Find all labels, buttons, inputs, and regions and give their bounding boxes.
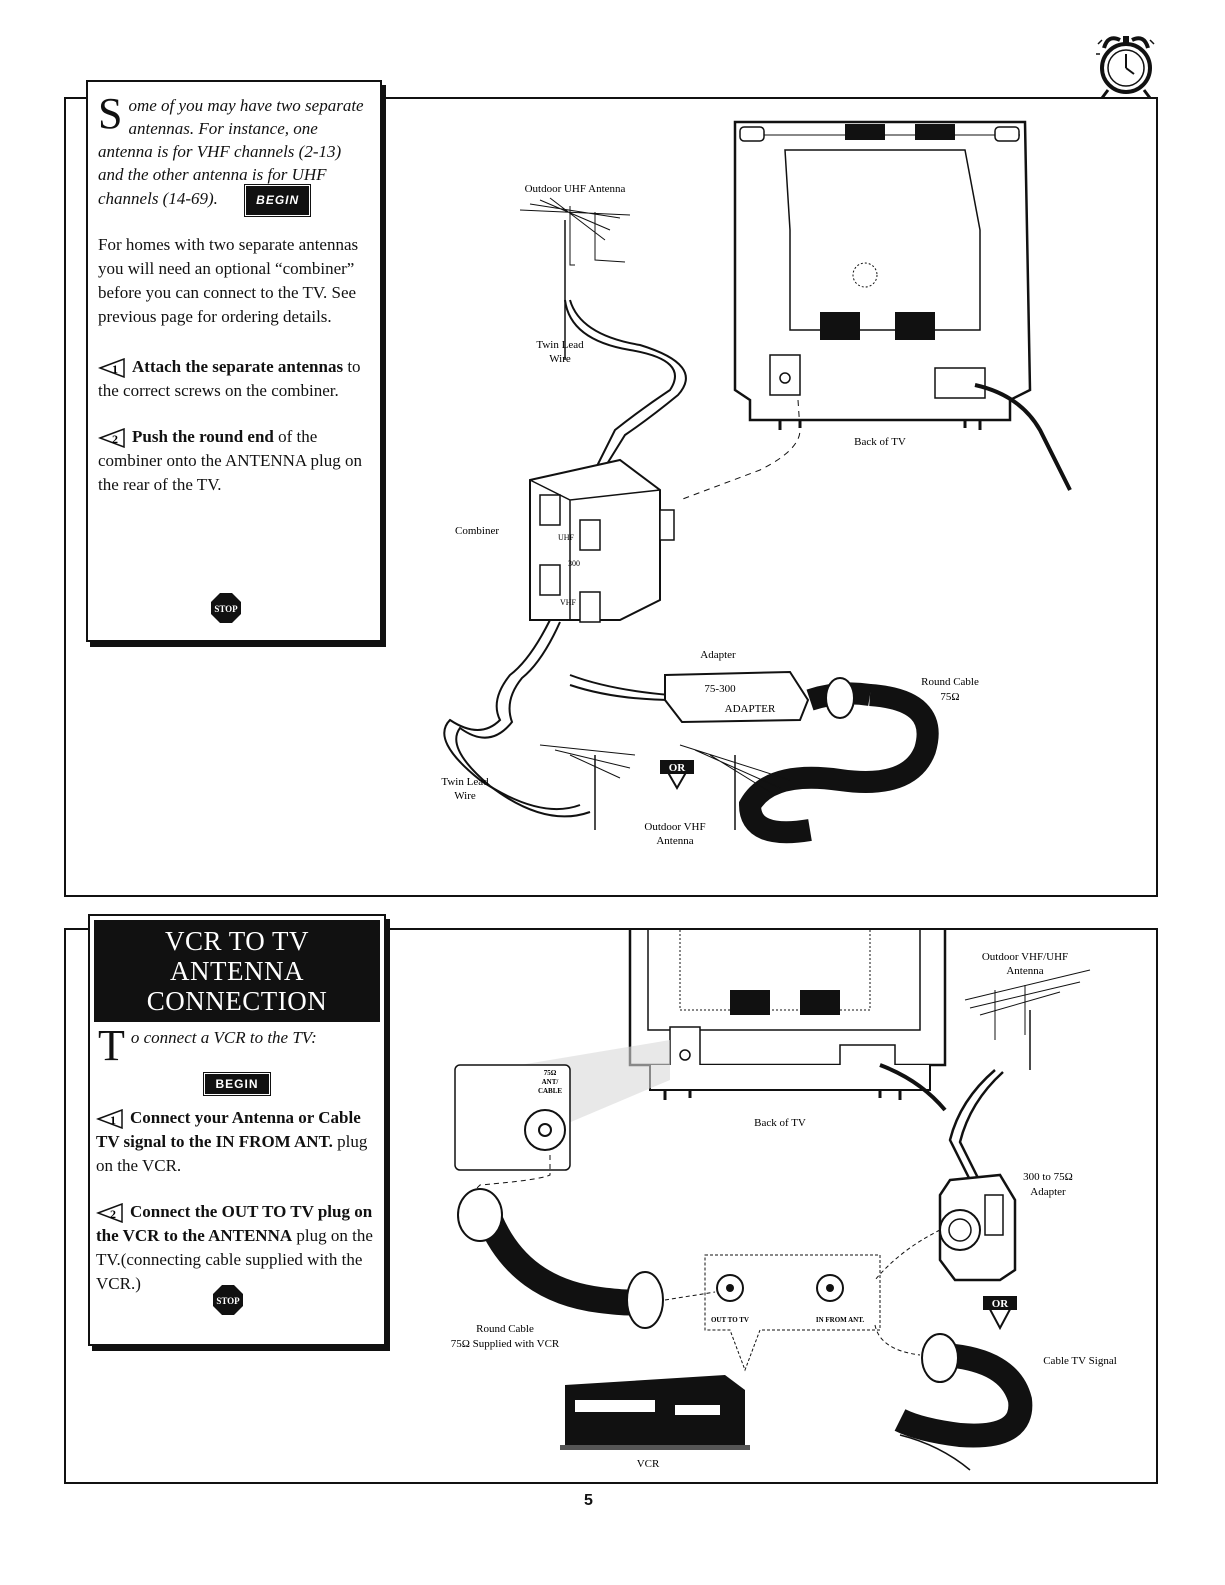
- combiner-note: For homes with two separate antennas you…: [98, 235, 359, 326]
- jack-label-l2: ANT/: [542, 1078, 560, 1086]
- bottom-adapter-l2: Adapter: [1030, 1186, 1066, 1198]
- bottom-step-1-number: 1: [110, 1113, 116, 1127]
- bottom-dropcap: T: [98, 1021, 125, 1070]
- vcr-unit: [560, 1375, 750, 1450]
- step-2: 2 Push the round end of the combiner onto…: [98, 425, 368, 497]
- bottom-step-2-arrow-icon: 2: [96, 1203, 123, 1224]
- intro-text: ome of you may have two separate antenna…: [98, 96, 364, 208]
- bottom-stop-sign-icon: STOP: [213, 1285, 243, 1315]
- bottom-step-1-bold: Connect your Antenna or Cable TV signal …: [96, 1108, 361, 1151]
- vhf-uhf-l2: Antenna: [1006, 965, 1043, 977]
- step-1: 1 Attach the separate antennas to the cor…: [98, 355, 368, 403]
- in-from-ant-label: IN FROM ANT.: [816, 1316, 865, 1324]
- adapter-75-300: [664, 670, 810, 724]
- bottom-round-cable-label: Round Cable 75Ω Supplied with VCR: [451, 1323, 560, 1350]
- uhf-antenna-label: Outdoor UHF Antenna: [525, 183, 626, 195]
- round-cable-l2: 75Ω: [940, 691, 959, 703]
- bottom-round-cable-l1: Round Cable: [476, 1323, 534, 1335]
- vhf-antenna-l2: Antenna: [656, 835, 693, 847]
- stop-label: STOP: [214, 604, 238, 614]
- bottom-tv-back: [628, 930, 947, 1100]
- adapter-300-75: [938, 1173, 1017, 1282]
- intro-dropcap: S: [98, 89, 123, 138]
- bottom-begin-badge: BEGIN: [203, 1072, 271, 1096]
- step-2-rest: of the combiner onto the ANTENNA plug on…: [98, 427, 362, 494]
- step-1-number: 1: [112, 362, 118, 376]
- top-diagram-frame: [64, 97, 1158, 897]
- tv-back: [733, 120, 1032, 430]
- combiner-label: Combiner: [455, 525, 499, 537]
- stop-sign-icon: STOP: [211, 593, 241, 623]
- vhf-uhf-l1: Outdoor VHF/UHF: [982, 951, 1068, 963]
- step-1-arrow-icon: 1: [98, 358, 125, 379]
- vhf-antenna-l1: Outdoor VHF: [644, 821, 705, 833]
- bottom-intro-text: o connect a VCR to the TV:: [130, 1028, 317, 1047]
- vhf-uhf-antenna-label: Outdoor VHF/UHF Antenna: [982, 951, 1068, 977]
- step-1-bold: Attach the separate antennas: [132, 357, 344, 376]
- bottom-step-2-number: 2: [110, 1207, 116, 1221]
- bottom-adapter-label: 300 to 75Ω Adapter: [1023, 1171, 1073, 1198]
- alarm-clock-icon: [1096, 36, 1155, 99]
- jack-label-l1: 75Ω: [544, 1069, 557, 1077]
- combiner-vhf-label: VHF: [560, 598, 577, 607]
- combiner: [529, 458, 675, 623]
- bottom-stop-label: STOP: [216, 1296, 240, 1306]
- page-number: 5: [584, 1492, 593, 1509]
- bottom-step-2-bold: Connect the OUT TO TV plug on the VCR to…: [96, 1202, 373, 1245]
- twin-lead-1-l1: Twin Lead: [536, 339, 584, 351]
- title-line-2: CONNECTION: [146, 986, 328, 1016]
- step-2-arrow-icon: 2: [98, 428, 125, 449]
- combiner-uhf-label: UHF: [558, 533, 575, 542]
- adapter-text-1: 75-300: [704, 683, 736, 695]
- twin-lead-1-l2: Wire: [549, 353, 571, 365]
- adapter-text-2: ADAPTER: [725, 703, 776, 715]
- cable-tv-signal-label: Cable TV Signal: [1043, 1355, 1117, 1367]
- twin-lead-2-l1: Twin Lead: [441, 776, 489, 788]
- bottom-back-of-tv-label: Back of TV: [754, 1117, 806, 1129]
- bottom-step-2-rest: plug on the TV.(connecting cable supplie…: [96, 1226, 373, 1293]
- bottom-or-text: OR: [992, 1298, 1010, 1310]
- bottom-round-cable-l2: 75Ω Supplied with VCR: [451, 1338, 560, 1350]
- vhf-antenna-label: Outdoor VHF Antenna: [644, 821, 705, 847]
- or-text: OR: [669, 762, 687, 774]
- step-2-number: 2: [112, 432, 118, 446]
- step-1-rest: to the correct screws on the combiner.: [98, 357, 361, 400]
- vcr-label: VCR: [637, 1458, 660, 1470]
- adapter-label: Adapter: [700, 649, 736, 661]
- bottom-diagram-frame: [64, 928, 1158, 1484]
- step-2-bold: Push the round end: [132, 427, 274, 446]
- combiner-300-label: 300: [568, 559, 580, 568]
- round-cable-l1: Round Cable: [921, 676, 979, 688]
- margin-rule: [64, 97, 66, 157]
- bottom-or-badge: OR: [983, 1296, 1017, 1331]
- jack-label-l3: CABLE: [538, 1087, 562, 1095]
- bottom-step-1-rest: plug on the VCR.: [96, 1132, 368, 1175]
- vhf-uhf-antenna: [964, 969, 1091, 1070]
- section-title: VCR TO TV ANTENNA CONNECTION: [94, 920, 380, 1022]
- title-line-1: VCR TO TV ANTENNA: [164, 926, 310, 986]
- bottom-adapter-l1: 300 to 75Ω: [1023, 1171, 1073, 1183]
- round-cable-label: Round Cable 75Ω: [921, 676, 979, 703]
- begin-badge: BEGIN: [244, 184, 312, 217]
- uhf-antenna: [519, 197, 631, 360]
- bottom-step-1-arrow-icon: 1: [96, 1109, 123, 1130]
- vcr-jack-callout: [704, 1254, 881, 1372]
- vhf-antennas: [539, 744, 791, 830]
- or-badge: OR: [660, 760, 694, 791]
- twin-lead-2-l2: Wire: [454, 790, 476, 802]
- back-of-tv-label: Back of TV: [854, 436, 906, 448]
- out-to-tv-label: OUT TO TV: [711, 1316, 749, 1324]
